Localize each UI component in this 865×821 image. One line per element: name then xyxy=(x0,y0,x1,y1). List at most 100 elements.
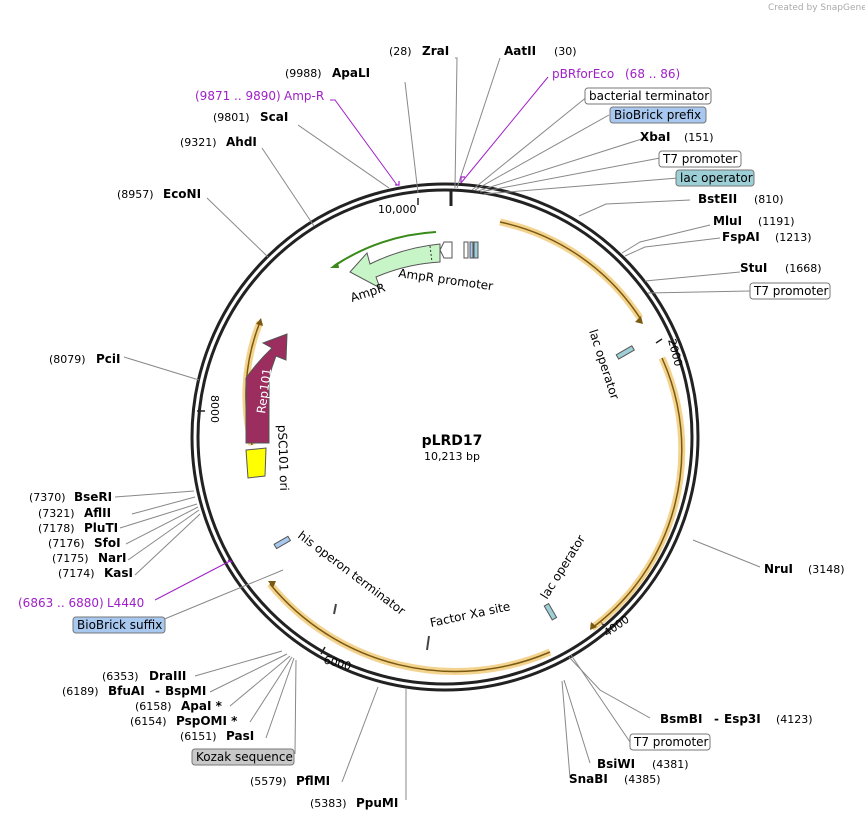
enzyme-pos-stui: (1668) xyxy=(785,262,822,275)
enzyme-dash-bfuai: - xyxy=(155,684,160,698)
box-t7-promoter-bottom xyxy=(629,733,711,751)
primer-l4440-name: L4440 xyxy=(107,596,144,610)
enzyme-aatii: AatII xyxy=(504,44,536,58)
ampr-dashes xyxy=(429,245,433,263)
enzyme-pasi: PasI xyxy=(226,729,254,743)
label-t7-promoter-bottom: T7 promoter xyxy=(633,735,709,749)
enzyme-fspai: FspAI xyxy=(722,230,760,244)
lac-operator-label-a: lac operator xyxy=(586,328,622,402)
orf-arc-1 xyxy=(499,218,643,320)
enzyme-pos-kasi: (7174) xyxy=(58,567,95,580)
enzyme-ahdi: AhdI xyxy=(226,135,257,149)
enzyme-kasi: KasI xyxy=(104,566,133,580)
psc101-ori-label: pSC101 ori xyxy=(275,425,291,491)
enzyme-pos-bsmbi: (4123) xyxy=(776,713,813,726)
enzyme-pos-pluti: (7178) xyxy=(38,522,75,535)
box-t7-promoter-right xyxy=(749,282,831,300)
enzyme-stui: StuI xyxy=(740,261,767,275)
enzyme-pos-aatii: (30) xyxy=(554,45,577,58)
enzyme-pos-bsiwi: (4381) xyxy=(652,758,689,771)
enzyme-pos-econi: (8957) xyxy=(117,188,154,201)
tick-label-8000: 8000 xyxy=(208,395,221,423)
ampr-orf-head xyxy=(330,262,339,268)
orf-arc-1-head xyxy=(635,316,643,324)
primer-labels: (9871 .. 9890) Amp-R pBRforEco (68 .. 86… xyxy=(18,67,680,610)
factor-xa-label: Factor Xa site xyxy=(429,599,512,630)
enzyme-pos-nrui: (3148) xyxy=(808,563,845,576)
enzyme-bseri: BseRI xyxy=(74,490,112,504)
psc101-ori-box xyxy=(245,447,267,479)
primer-pbrforeco-range: (68 .. 86) xyxy=(625,67,680,81)
label-lac-operator: lac operator xyxy=(680,171,753,185)
ampr-arrow xyxy=(349,243,441,290)
primer-amp-r-mark xyxy=(395,181,400,186)
enzyme-pos-ppumi: (5383) xyxy=(310,797,347,810)
box-t7-promoter-top xyxy=(658,150,742,168)
enzyme-pos-pasi: (6151) xyxy=(180,730,217,743)
orf-arc-3 xyxy=(267,581,552,675)
enzyme-xbai: XbaI xyxy=(640,130,670,144)
lac-operator-label-b: lac operator xyxy=(538,532,588,601)
enzyme-bfuai: BfuAI xyxy=(108,684,145,698)
enzyme-pos-pspomi: (6154) xyxy=(130,715,167,728)
orf-arc-1-line xyxy=(499,221,641,319)
primer-amp-r-name: Amp-R xyxy=(284,89,324,103)
box-biobrick-prefix xyxy=(609,106,707,124)
ampr-promoter-arrow xyxy=(439,241,453,259)
plasmid-name: pLRD17 xyxy=(422,433,483,449)
enzyme-scai: ScaI xyxy=(260,110,288,124)
enzyme-pos-snabi: (4385) xyxy=(624,773,661,786)
enzyme-pos-draiii: (6353) xyxy=(102,670,139,683)
box-biobrick-suffix xyxy=(72,616,166,634)
enzyme-pluti: PluTI xyxy=(84,521,118,535)
enzyme-apali: ApaLI xyxy=(332,66,370,80)
enzyme-pflmi: PflMI xyxy=(296,774,330,788)
ampr-promoter-label: AmpR promoter xyxy=(398,266,494,293)
rep101-arrow xyxy=(245,333,288,444)
rep101-label: Rep101 xyxy=(254,367,274,414)
enzyme-pos-apali: (9988) xyxy=(285,67,322,80)
his-operon-terminator-label: his operon terminator xyxy=(295,528,408,618)
enzyme-bsiwi: BsiWI xyxy=(597,757,635,771)
enzyme-pos-ahdi: (9321) xyxy=(180,136,217,149)
lac-operator-mark-top xyxy=(473,241,479,259)
plasmid-length: 10,213 bp xyxy=(424,450,480,463)
backbone-outer-ring xyxy=(190,182,700,692)
factor-xa-mark xyxy=(426,635,430,651)
enzyme-labels: (28) ZraI AatII (30) (9988) ApaLI (9801)… xyxy=(29,44,845,810)
enzyme-bsmbi: BsmBI xyxy=(660,712,702,726)
primer-l4440-mark xyxy=(227,559,233,563)
snapgene-credit: Created by SnapGene xyxy=(768,3,865,13)
label-t7-promoter-top: T7 promoter xyxy=(662,152,738,166)
primer-pbrforeco-name: pBRforEco xyxy=(552,67,614,81)
ampr-orf-line xyxy=(333,231,437,267)
enzyme-ppumi: PpuMI xyxy=(356,796,398,810)
enzyme-snabi: SnaBI xyxy=(569,772,608,786)
primer-amp-r-range: (9871 .. 9890) xyxy=(195,89,281,103)
tick-2000 xyxy=(655,338,663,344)
bacterial-terminator-mark xyxy=(463,241,469,259)
enzyme-pcii: PciI xyxy=(96,352,121,366)
enzyme-apai: ApaI * xyxy=(181,699,223,713)
orf-arc-3-head xyxy=(268,581,276,588)
label-t7-promoter-right: T7 promoter xyxy=(753,284,829,298)
enzyme-nari: NarI xyxy=(98,551,127,565)
enzyme-pos-nari: (7175) xyxy=(52,552,89,565)
primer-l4440-range: (6863 .. 6880) xyxy=(18,596,104,610)
backbone-inner-ring xyxy=(196,188,694,686)
orf-arc-3-line xyxy=(269,583,551,673)
his-operon-terminator-mark xyxy=(273,535,292,550)
box-lac-operator xyxy=(675,169,755,187)
label-bacterial-terminator: bacterial terminator xyxy=(589,89,709,103)
enzyme-pos-bseri: (7370) xyxy=(29,491,66,504)
enzyme-pos-bfuai: (6189) xyxy=(62,685,99,698)
label-biobrick-prefix: BioBrick prefix xyxy=(614,108,701,122)
his-mark xyxy=(333,603,337,615)
biobrick-prefix-mark xyxy=(469,241,474,259)
enzyme-aflii: AflII xyxy=(84,506,111,520)
enzyme-sfoi: SfoI xyxy=(94,536,121,550)
primer-pbrforeco-mark xyxy=(460,176,465,183)
box-kozak-sequence xyxy=(191,748,295,766)
enzyme-pos-zrai: (28) xyxy=(389,45,412,58)
